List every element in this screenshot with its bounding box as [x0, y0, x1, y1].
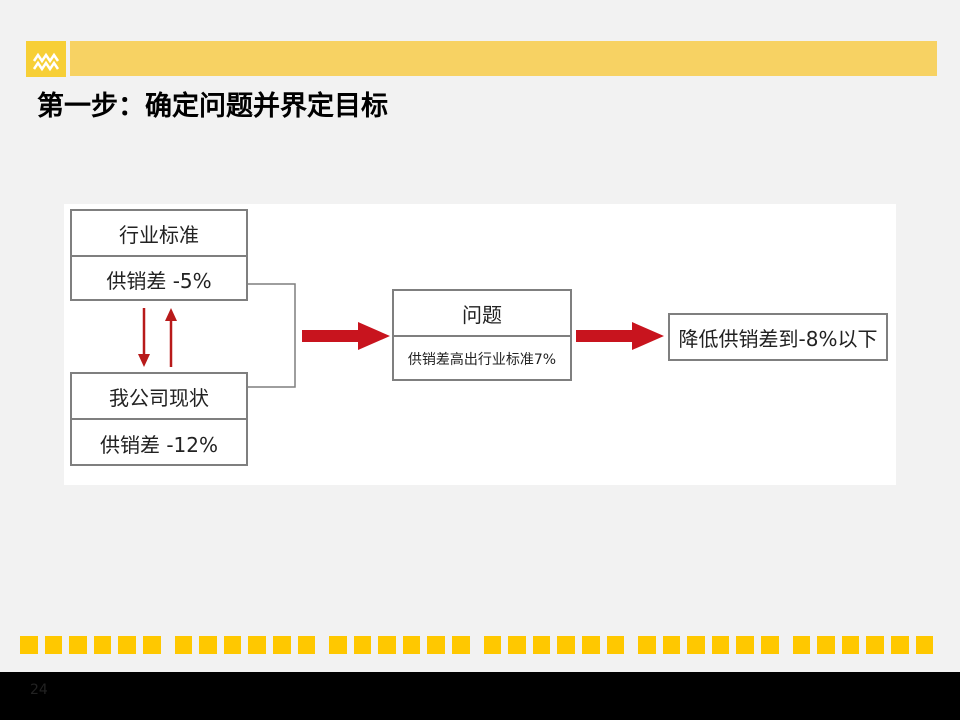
footer-block: [841, 636, 860, 654]
footer-block: [297, 636, 316, 654]
footer-block: [353, 636, 372, 654]
footer-block: [402, 636, 421, 654]
footer-block: [557, 636, 575, 654]
current-status-value: 供销差 -12%: [99, 432, 219, 457]
footer-decoration: [20, 636, 940, 656]
arrow-to-goal-icon: [576, 322, 664, 350]
industry-standard-header: 行业标准: [119, 222, 199, 247]
footer-block: [223, 636, 242, 654]
footer-gap: [631, 636, 638, 656]
footer-block: [736, 636, 755, 654]
current-status-header: 我公司现状: [109, 385, 209, 410]
company-logo-icon: [26, 41, 66, 77]
industry-standard-box: 行业标准 供销差 -5%: [70, 209, 248, 301]
footer-block: [174, 636, 193, 654]
footer-block: [761, 636, 779, 654]
header-bar: [70, 41, 937, 76]
current-status-box: 我公司现状 供销差 -12%: [70, 372, 248, 466]
box-divider: [72, 418, 246, 420]
bracket-connector: [247, 283, 296, 388]
footer-block: [606, 636, 625, 654]
box-divider: [72, 255, 246, 257]
footer-block: [532, 636, 551, 654]
industry-standard-value: 供销差 -5%: [106, 268, 212, 293]
goal-text: 降低供销差到-8%以下: [678, 326, 878, 351]
footer-block: [93, 636, 112, 654]
footer-block: [143, 636, 161, 654]
footer-block: [866, 636, 884, 654]
footer-block: [199, 636, 217, 654]
footer-block: [662, 636, 681, 654]
problem-value: 供销差高出行业标准7%: [407, 352, 557, 368]
footer-block: [915, 636, 934, 654]
problem-box: 问题 供销差高出行业标准7%: [392, 289, 572, 381]
footer-block: [817, 636, 835, 654]
up-arrow-icon: [165, 308, 177, 367]
footer-block: [378, 636, 396, 654]
footer-block: [272, 636, 291, 654]
footer-block: [452, 636, 470, 654]
down-arrow-icon: [138, 308, 150, 367]
footer-block: [329, 636, 347, 654]
footer-block: [792, 636, 811, 654]
footer-gap: [786, 636, 793, 656]
box-divider: [394, 335, 570, 337]
footer-block: [427, 636, 446, 654]
bottom-band: [0, 672, 960, 720]
diagram-panel: 行业标准 供销差 -5% 我公司现状 供销差 -12% 问题 供销差高出行业标准…: [64, 204, 896, 485]
footer-block: [890, 636, 909, 654]
slide-title: 第一步：确定问题并界定目标: [37, 91, 388, 122]
goal-box: 降低供销差到-8%以下: [668, 313, 888, 361]
footer-gap: [477, 636, 484, 656]
page-number: 24: [30, 682, 48, 698]
footer-block: [638, 636, 656, 654]
footer-block: [581, 636, 600, 654]
diagram-connectors: [138, 283, 664, 388]
footer-gap: [322, 636, 329, 656]
arrow-to-problem-icon: [302, 322, 390, 350]
footer-block: [687, 636, 705, 654]
footer-block: [44, 636, 63, 654]
footer-block: [711, 636, 730, 654]
problem-header: 问题: [462, 302, 502, 327]
footer-block: [20, 636, 38, 654]
footer-block: [69, 636, 87, 654]
footer-block: [118, 636, 137, 654]
footer-block: [508, 636, 526, 654]
footer-block: [483, 636, 502, 654]
footer-gap: [168, 636, 175, 656]
footer-block: [248, 636, 266, 654]
